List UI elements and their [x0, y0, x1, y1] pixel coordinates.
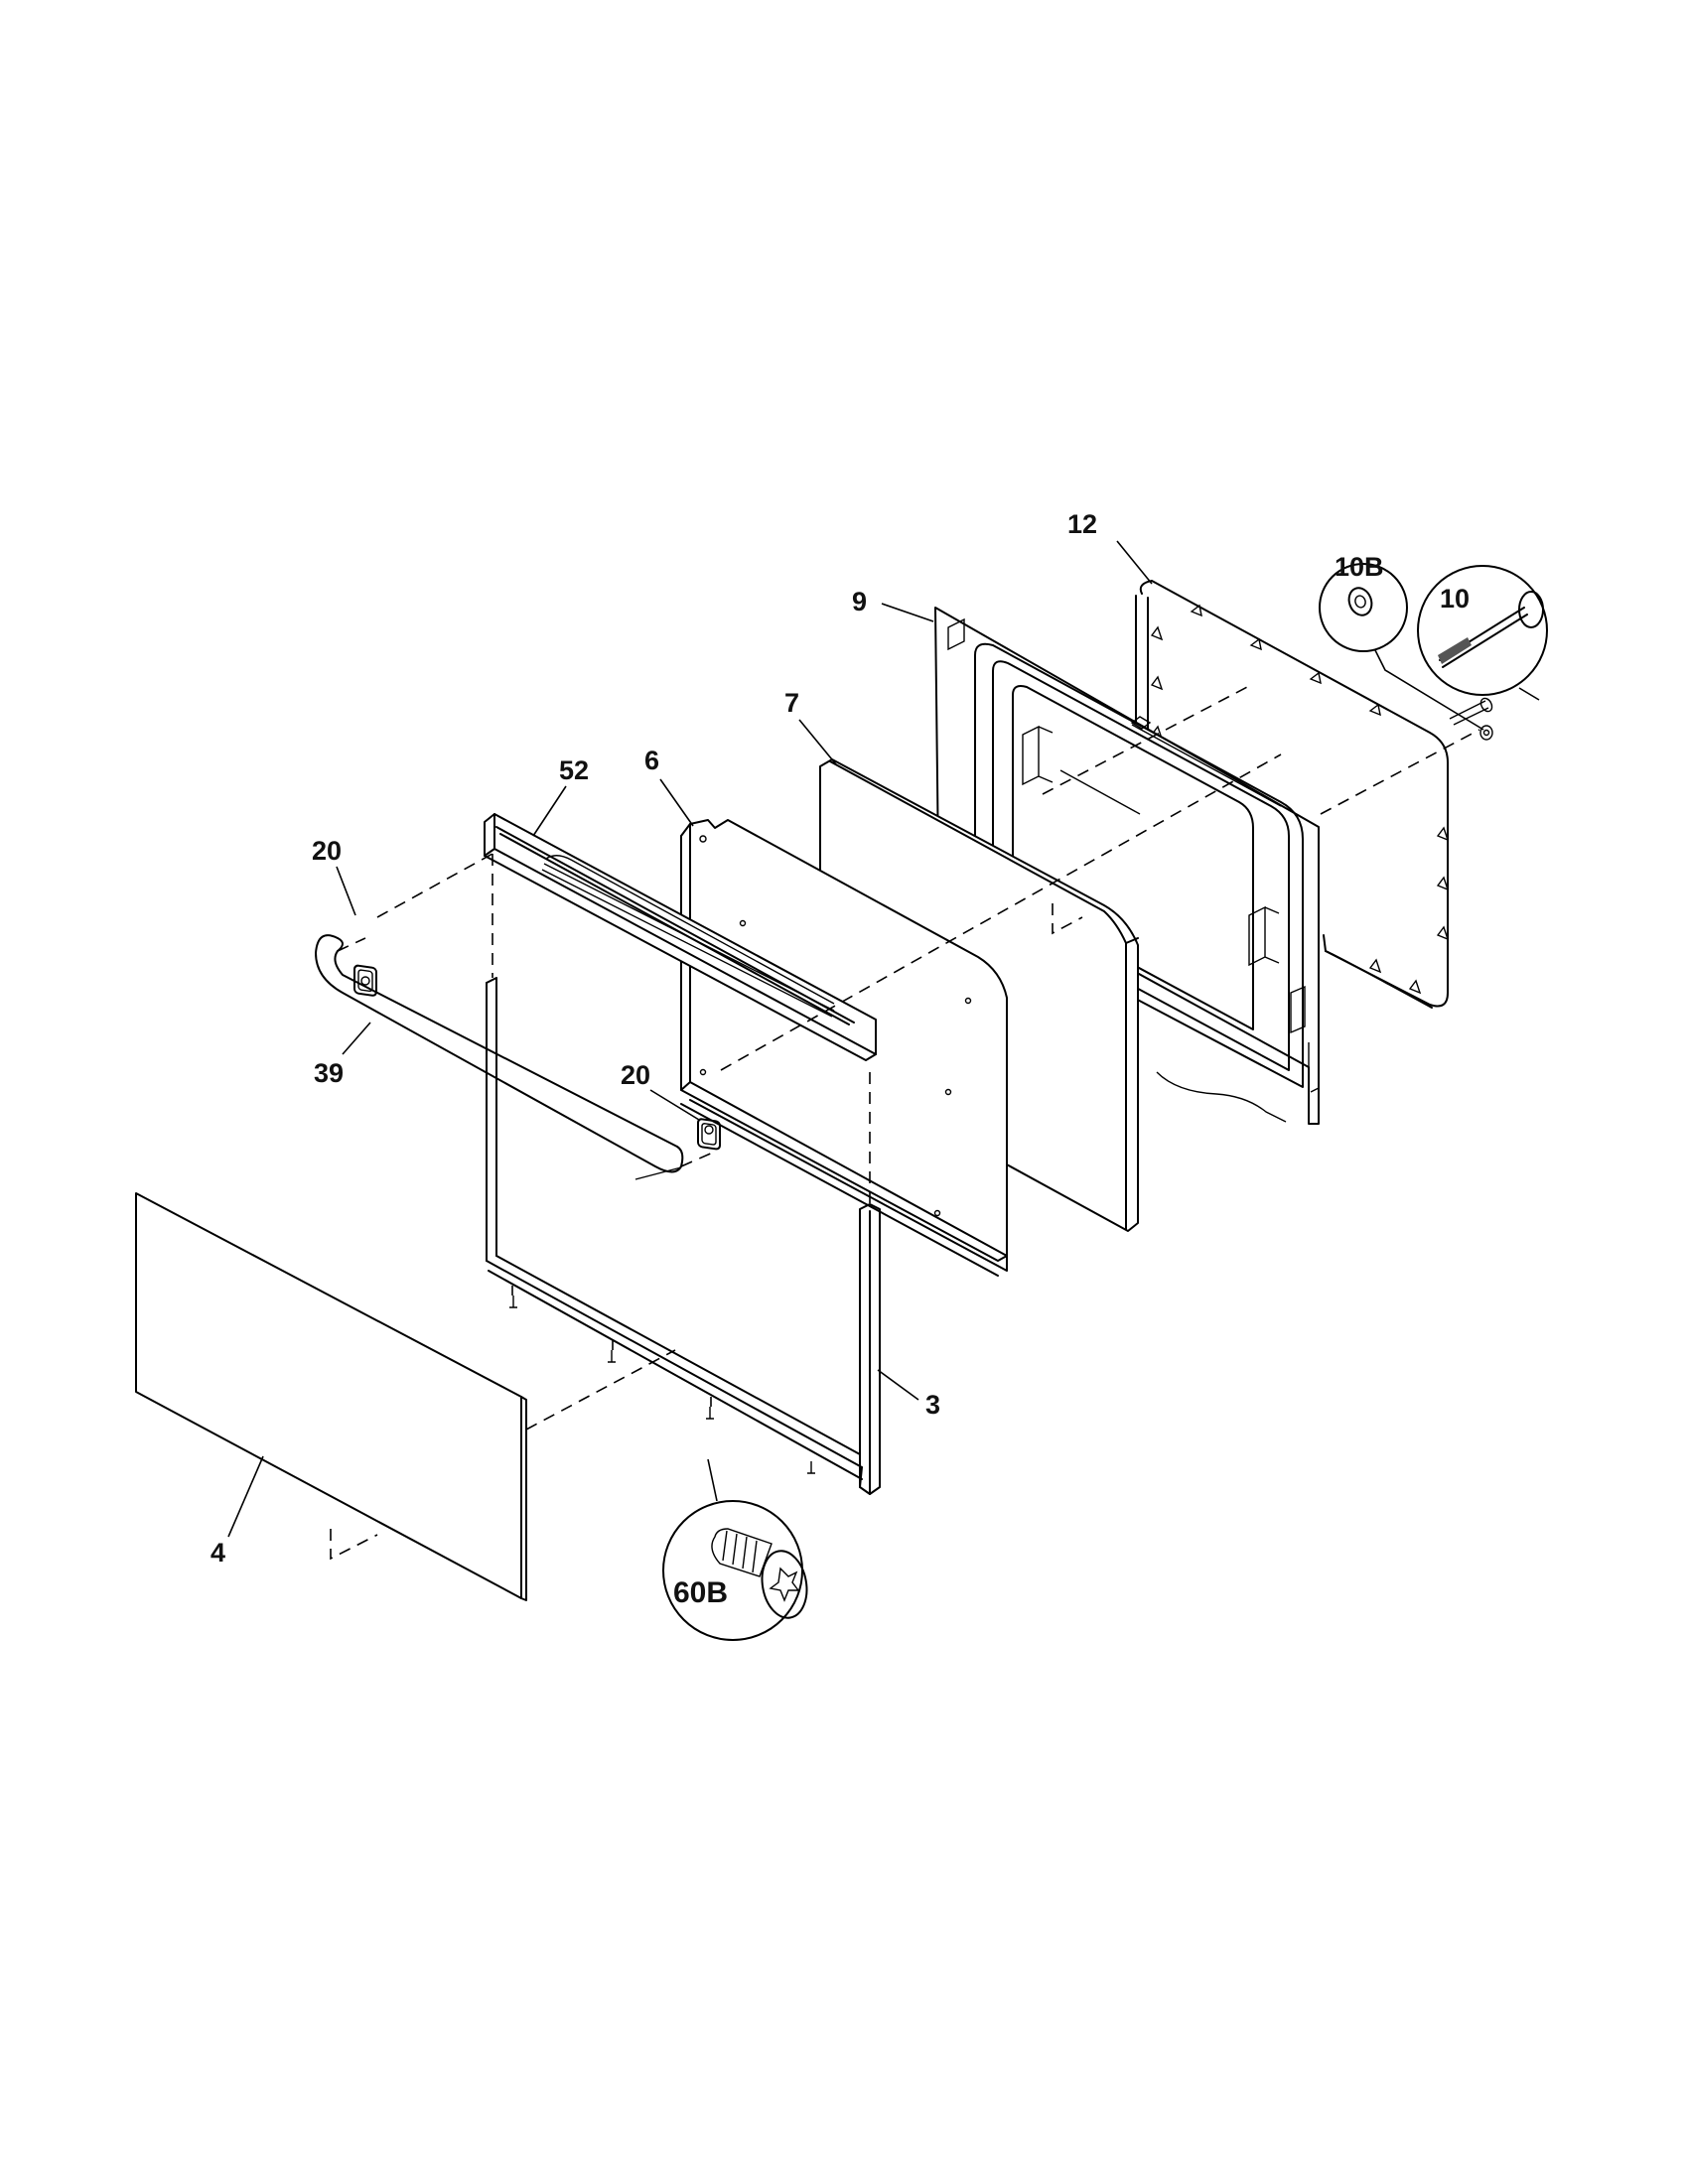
label-10b: 10B — [1335, 552, 1384, 582]
label-39: 39 — [314, 1058, 344, 1088]
label-6: 6 — [644, 746, 659, 775]
label-20-right: 20 — [621, 1060, 650, 1090]
callout-10b-bubble — [1319, 563, 1484, 731]
part-3-door-frame — [486, 977, 881, 1495]
callout-60b-bubble — [662, 1458, 808, 1641]
label-4: 4 — [211, 1538, 225, 1568]
frame-screws — [509, 1296, 815, 1474]
label-52: 52 — [559, 755, 589, 785]
label-3: 3 — [925, 1390, 940, 1420]
callout-10-bubble — [1417, 565, 1548, 701]
callout-labels: 12 9 7 6 52 20 39 20 3 4 10B 10 60B — [211, 509, 1470, 1609]
label-12: 12 — [1067, 509, 1097, 539]
part-39-handle — [315, 934, 684, 1180]
assembly-lines — [330, 684, 1480, 1561]
label-20-left: 20 — [312, 836, 342, 866]
label-60b: 60B — [673, 1576, 728, 1609]
part-52-vent-trim — [484, 813, 877, 1061]
label-10: 10 — [1440, 584, 1470, 614]
part-20-cap-right — [697, 1118, 721, 1151]
part-4-outer-glass — [135, 1192, 527, 1601]
leader-lines — [227, 540, 1153, 1538]
part-20-cap-left — [353, 964, 377, 997]
part-12-gasket — [1135, 580, 1450, 1009]
label-9: 9 — [852, 587, 867, 616]
label-7: 7 — [784, 688, 799, 718]
part-10-screw-installed — [1449, 697, 1493, 741]
